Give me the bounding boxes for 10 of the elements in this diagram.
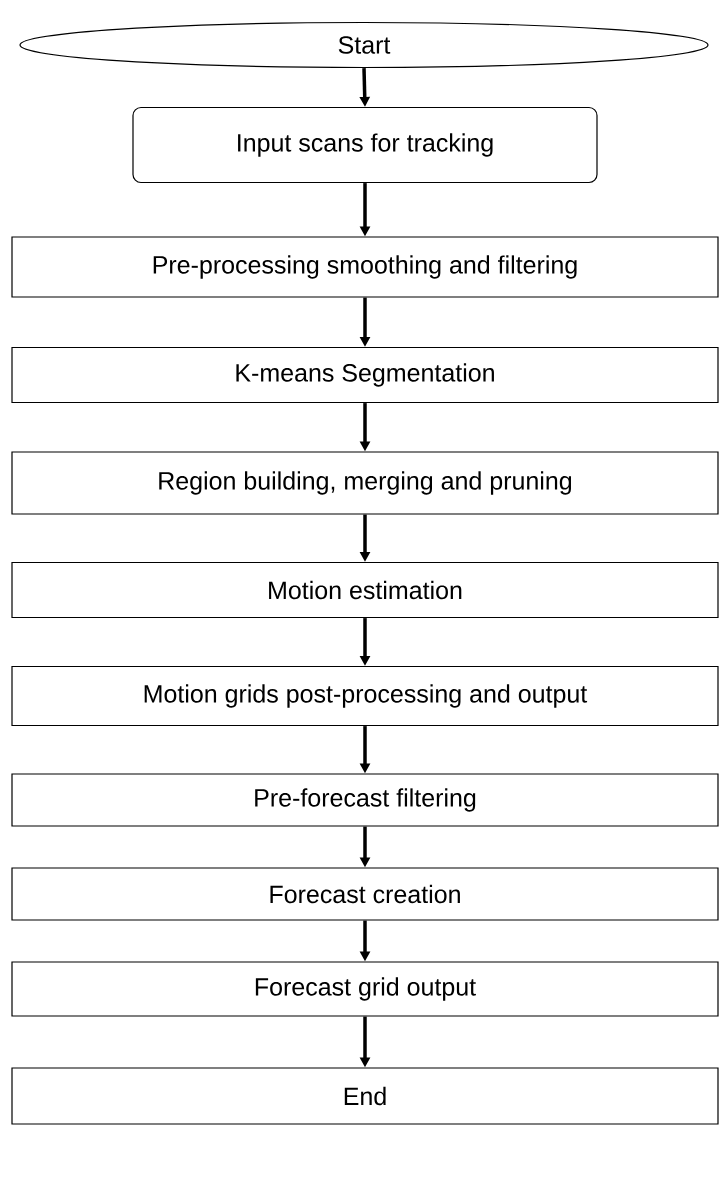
process-box: K-means Segmentation — [11, 346, 719, 404]
process-box: Region building, merging and pruning — [11, 451, 719, 515]
input-box: Input scans for tracking — [132, 106, 598, 184]
process-box: Motion grids post-processing and output — [11, 665, 719, 727]
process-box: Pre-processing smoothing and filtering — [11, 236, 719, 298]
process-box: Pre-forecast filtering — [11, 773, 719, 827]
process-box: Forecast grid output — [11, 961, 719, 1017]
process-box: End — [11, 1067, 719, 1125]
process-box: Motion estimation — [11, 561, 719, 619]
process-box: Forecast creation — [11, 867, 719, 921]
